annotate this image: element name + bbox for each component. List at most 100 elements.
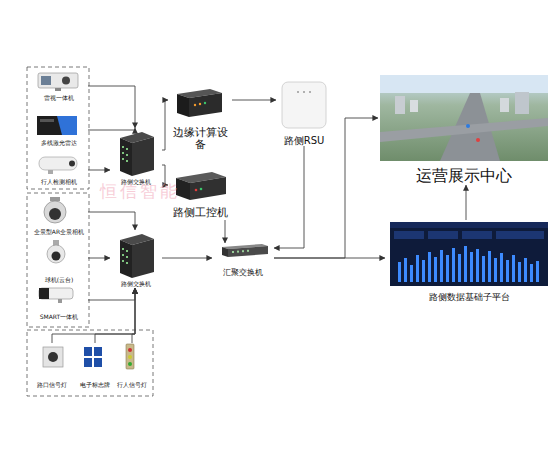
edge-computer-icon-part: [194, 104, 196, 106]
aggregation-switch-icon-part: [228, 246, 268, 257]
ptz-camera-icon: [47, 240, 65, 263]
city-render-part: [476, 138, 480, 142]
node-label: 路口信号灯: [37, 382, 67, 389]
aggregation-switch-icon-part: [232, 250, 249, 253]
platform-screenshot-part-part: [482, 256, 485, 282]
connector: [88, 170, 110, 171]
sign-board-icon-part: [94, 347, 102, 356]
node-label: 汇聚交换机: [223, 268, 263, 277]
platform-screenshot-part-part: [422, 260, 425, 282]
connector: [162, 258, 212, 259]
switch-icon-part-part: [122, 254, 124, 256]
bullet-camera-icon-part: [58, 299, 62, 303]
device-node: 全景型AR全景相机: [30, 196, 88, 236]
switch-icon-part-part: [122, 152, 124, 154]
platform-screenshot-part: [390, 222, 548, 228]
platform-screenshot-part-part: [440, 250, 443, 282]
platform-screenshot-part-part: [446, 255, 449, 282]
node-label: 路侧RSU: [284, 135, 325, 147]
platform-screenshot-part-part: [524, 258, 527, 282]
rsu-icon-part: [297, 91, 299, 93]
switch-icon-part: [120, 240, 132, 278]
node-label: 电子标志牌: [80, 382, 110, 389]
lidar-icon: [37, 116, 77, 135]
node-label: 运营展示中心: [416, 167, 512, 185]
platform-screenshot-part-part: [404, 258, 407, 282]
industrial-pc-icon-part: [200, 188, 203, 191]
bullet-camera-icon: [39, 157, 77, 174]
platform-screenshot-part-part: [452, 248, 455, 282]
platform-screenshot-part-part: [536, 261, 539, 282]
platform-screenshot-part-part: [428, 252, 431, 282]
ptz-camera-icon-part: [52, 252, 61, 261]
rsu-icon-part: [303, 91, 305, 93]
lidar-icon-part: [57, 116, 77, 135]
switch-icon-part: [132, 137, 154, 176]
rsu-icon: [282, 82, 326, 128]
rsu-icon-part: [282, 82, 326, 128]
platform-node: 路侧数据基础子平台: [385, 220, 553, 302]
switch-icon-part-part: [126, 256, 128, 258]
bullet-camera-icon-part: [39, 288, 49, 299]
watermark: 恒信智能: [100, 180, 180, 203]
radar-camera-icon-part: [62, 77, 70, 85]
node-label: 雷视一体机: [44, 95, 74, 102]
connector: [466, 185, 467, 220]
switch-icon: [120, 132, 154, 176]
platform-screenshot-part-part: [416, 255, 419, 282]
platform-screenshot-part-part: [458, 254, 461, 282]
pedestrian-light-icon: [126, 344, 134, 369]
connector: [88, 128, 135, 130]
rsu-icon-part: [309, 91, 311, 93]
sign-board-icon-part: [84, 358, 92, 367]
switch-icon-part-part: [122, 146, 124, 148]
platform-screenshot-part: [390, 222, 548, 286]
device-node: 多线激光雷达: [30, 113, 88, 147]
platform-screenshot-part: [394, 231, 424, 239]
device-node: 路口信号灯: [32, 343, 72, 389]
switch-icon-part-part: [122, 158, 124, 160]
lidar-icon-part: [37, 116, 77, 135]
switch-icon-part: [122, 248, 128, 264]
dome-camera-icon-part: [50, 197, 60, 201]
switch-icon-part: [120, 138, 132, 176]
platform-screenshot: [390, 222, 548, 286]
city-render-part: [410, 100, 418, 112]
switch-icon-part-part: [122, 248, 124, 250]
connector: [88, 86, 135, 128]
platform-screenshot-part-part: [398, 262, 401, 282]
switch-icon-part-part: [126, 154, 128, 156]
bullet-camera-icon-part: [48, 170, 53, 174]
radar-camera-icon-part: [38, 73, 78, 88]
connector: [274, 146, 304, 248]
platform-screenshot-part-part: [476, 249, 479, 282]
aggregation-switch-icon-part-part: [237, 251, 239, 253]
switch-icon-part-part: [126, 160, 128, 162]
dashed-group-part: [27, 193, 89, 327]
dashed-group-part: [27, 330, 153, 396]
industrial-pc-icon-part: [190, 177, 226, 200]
pedestrian-light-icon-part: [128, 362, 132, 366]
industrial-pc-icon: [176, 172, 226, 200]
platform-screenshot-part-part: [500, 253, 503, 282]
platform-screenshot-part-part: [494, 258, 497, 282]
switch-icon-part-part: [126, 148, 128, 150]
pedestrian-light-icon-part: [128, 355, 132, 359]
connector: [88, 258, 110, 259]
switch-icon-part-part: [126, 250, 128, 252]
city-render-part: [515, 92, 529, 114]
edge-computer-icon-part: [204, 102, 206, 104]
city-render-part: [395, 96, 405, 114]
connector: [95, 288, 135, 343]
dashed-group-part: [27, 67, 89, 189]
platform-screenshot-part-part: [470, 252, 473, 282]
platform-screenshot-part-part: [488, 251, 491, 282]
edge-computer-icon-part: [199, 103, 201, 105]
platform-screenshot-part: [398, 246, 539, 282]
city-render-part: [380, 118, 548, 142]
platform-screenshot-part-part: [530, 264, 533, 282]
edge-computer-icon: [177, 89, 222, 117]
node-label: 球机(云台): [45, 277, 74, 284]
city-render: [380, 75, 548, 161]
